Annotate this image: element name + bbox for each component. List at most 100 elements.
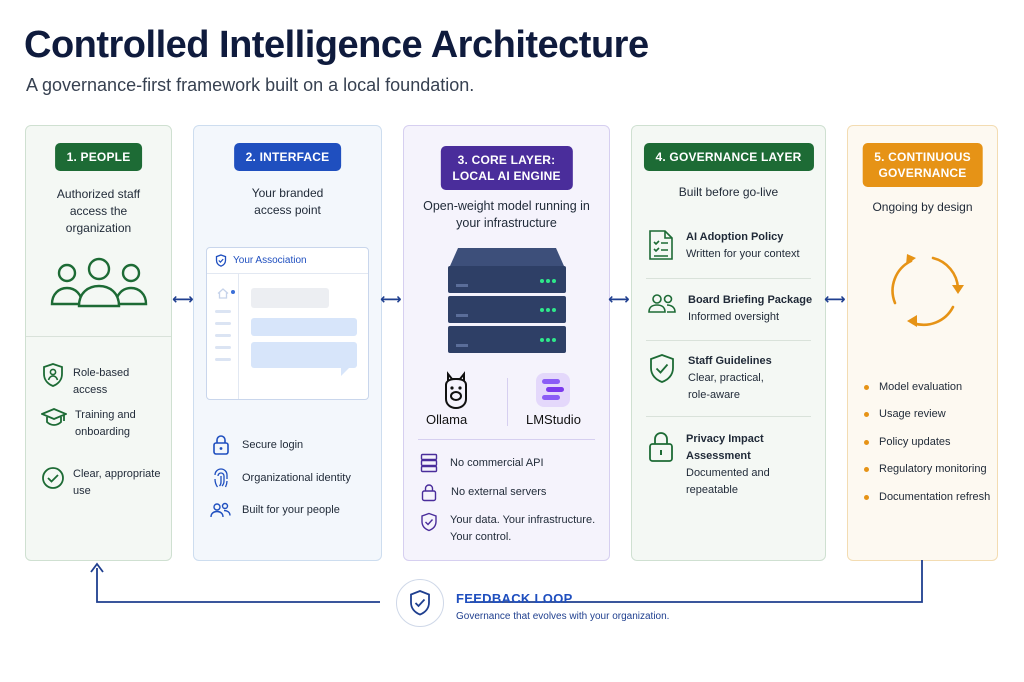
- continuous-item: Policy updates: [864, 436, 951, 448]
- governance-item-sub: Documented and repeatable: [686, 467, 770, 496]
- server-icon: [420, 453, 438, 473]
- connector-arrow-4-5: ⟷: [824, 291, 846, 308]
- interface-item-label: Organizational identity: [242, 472, 351, 484]
- governance-item-title: Staff Guidelines: [688, 355, 772, 367]
- interface-description: Your branded access point: [251, 186, 324, 217]
- lmstudio-icon: [536, 373, 570, 407]
- core-item-no-servers: No external servers: [421, 483, 546, 502]
- shield-person-icon: [43, 363, 63, 387]
- continuous-item: Model evaluation: [864, 381, 962, 393]
- governance-divider: [646, 340, 811, 341]
- governance-item-sub: Written for your context: [686, 248, 800, 260]
- governance-description: Built before go-live: [678, 185, 779, 199]
- core-item-no-api: No commercial API: [420, 453, 544, 473]
- connector-arrow-1-2: ⟷: [172, 291, 194, 308]
- people-item-role-access: Role-based access: [41, 362, 166, 399]
- people-item-training: Training and onboarding: [41, 407, 166, 441]
- people-item-label: Clear, appropriate use: [73, 468, 161, 497]
- core-badge: 3. CORE LAYER: LOCAL AI ENGINE: [440, 146, 573, 190]
- continuous-item-label: Regulatory monitoring: [879, 463, 987, 475]
- interface-badge: 2. INTERFACE: [233, 143, 342, 171]
- shield-check-icon: [650, 354, 674, 383]
- continuous-item: Usage review: [864, 408, 946, 420]
- lock-icon: [421, 484, 437, 502]
- continuous-badge-line2: GOVERNANCE: [878, 166, 967, 180]
- engine-divider: [507, 378, 508, 426]
- home-icon: [217, 288, 229, 299]
- page-subtitle: A governance-first framework built on a …: [26, 75, 475, 95]
- feedback-loop-badge: [396, 579, 444, 627]
- core-column: 3. CORE LAYER: LOCAL AI ENGINE Open-weig…: [403, 125, 610, 561]
- feedback-loop-line: [90, 560, 923, 603]
- fingerprint-icon: [214, 468, 228, 488]
- users-icon: [648, 294, 676, 313]
- core-divider: [418, 439, 595, 440]
- chat-bubble-gray: [251, 288, 329, 308]
- interface-window-mockup: Your Association: [206, 247, 369, 400]
- core-badge-line2: LOCAL AI ENGINE: [452, 169, 561, 183]
- feedback-loop-subtitle: Governance that evolves with your organi…: [456, 611, 670, 622]
- chat-bubble-blue: [251, 342, 357, 368]
- people-badge: 1. PEOPLE: [54, 143, 143, 171]
- shield-check-icon: [421, 512, 437, 532]
- lock-icon: [213, 435, 229, 455]
- governance-divider: [646, 416, 811, 417]
- governance-badge: 4. GOVERNANCE LAYER: [643, 143, 814, 171]
- connector-arrow-2-3: ⟷: [380, 291, 402, 308]
- continuous-item: Regulatory monitoring: [864, 463, 987, 475]
- interface-item-label: Secure login: [242, 439, 304, 451]
- chat-bubble-blue: [251, 318, 357, 336]
- lock-icon: [649, 432, 673, 462]
- continuous-item: Documentation refresh: [864, 491, 990, 503]
- core-item-label: No commercial API: [450, 457, 544, 469]
- continuous-item-label: Documentation refresh: [879, 491, 991, 503]
- continuous-item-label: Usage review: [879, 408, 946, 420]
- users-icon: [210, 502, 231, 518]
- shield-icon: [215, 254, 227, 267]
- continuous-badge-line1: 5. CONTINUOUS: [874, 150, 971, 164]
- graduation-cap-icon: [41, 408, 67, 426]
- core-item-your-control: Your data. Your infrastructure. Your con…: [420, 512, 605, 546]
- continuous-item-label: Model evaluation: [879, 381, 963, 393]
- core-description: Open-weight model running in your infras…: [423, 199, 590, 230]
- governance-item-title: Privacy Impact Assessment: [686, 433, 764, 462]
- checklist-document-icon: [649, 230, 673, 260]
- lmstudio-label: LMStudio: [526, 412, 581, 427]
- governance-column: 4. GOVERNANCE LAYER Built before go-live…: [631, 125, 826, 561]
- continuous-badge: 5. CONTINUOUS GOVERNANCE: [862, 143, 983, 187]
- interface-column: 2. INTERFACE Your branded access point Y…: [193, 125, 382, 561]
- interface-item-secure-login: Secure login: [212, 434, 303, 456]
- governance-item-title: Board Briefing Package: [688, 294, 813, 306]
- check-circle-icon: [42, 467, 64, 489]
- core-item-label: No external servers: [451, 486, 547, 498]
- connector-arrow-3-4: ⟷: [608, 291, 630, 308]
- people-column: 1. PEOPLE Authorized staff access the or…: [25, 125, 172, 561]
- continuous-column: 5. CONTINUOUS GOVERNANCE Ongoing by desi…: [847, 125, 998, 561]
- cycle-arrows-icon: [891, 254, 964, 327]
- core-badge-line1: 3. CORE LAYER:: [457, 153, 556, 167]
- people-group-icon: [50, 257, 148, 308]
- shield-check-icon: [410, 590, 430, 616]
- people-item-label: Training and onboarding: [75, 409, 136, 438]
- people-item-label: Role-based access: [73, 367, 130, 396]
- window-sidebar: [207, 274, 239, 399]
- llama-icon: [445, 371, 467, 410]
- interface-item-identity: Organizational identity: [212, 467, 351, 489]
- page-title: Controlled Intelligence Architecture: [24, 24, 649, 66]
- server-rack-icon: [448, 248, 566, 353]
- governance-item-sub: Informed oversight: [688, 311, 780, 323]
- interface-item-people: Built for your people: [210, 501, 340, 519]
- continuous-description: Ongoing by design: [872, 200, 973, 214]
- window-title: Your Association: [233, 255, 307, 266]
- people-item-use: Clear, appropriate use: [41, 466, 169, 500]
- core-item-label: Your data. Your infrastructure. Your con…: [450, 514, 596, 543]
- feedback-loop-title: FEEDBACK LOOP: [456, 591, 573, 606]
- interface-item-label: Built for your people: [242, 504, 340, 516]
- ollama-label: Ollama: [426, 412, 468, 427]
- continuous-item-label: Policy updates: [879, 436, 951, 448]
- people-description: Authorized staff access the organization: [56, 187, 141, 235]
